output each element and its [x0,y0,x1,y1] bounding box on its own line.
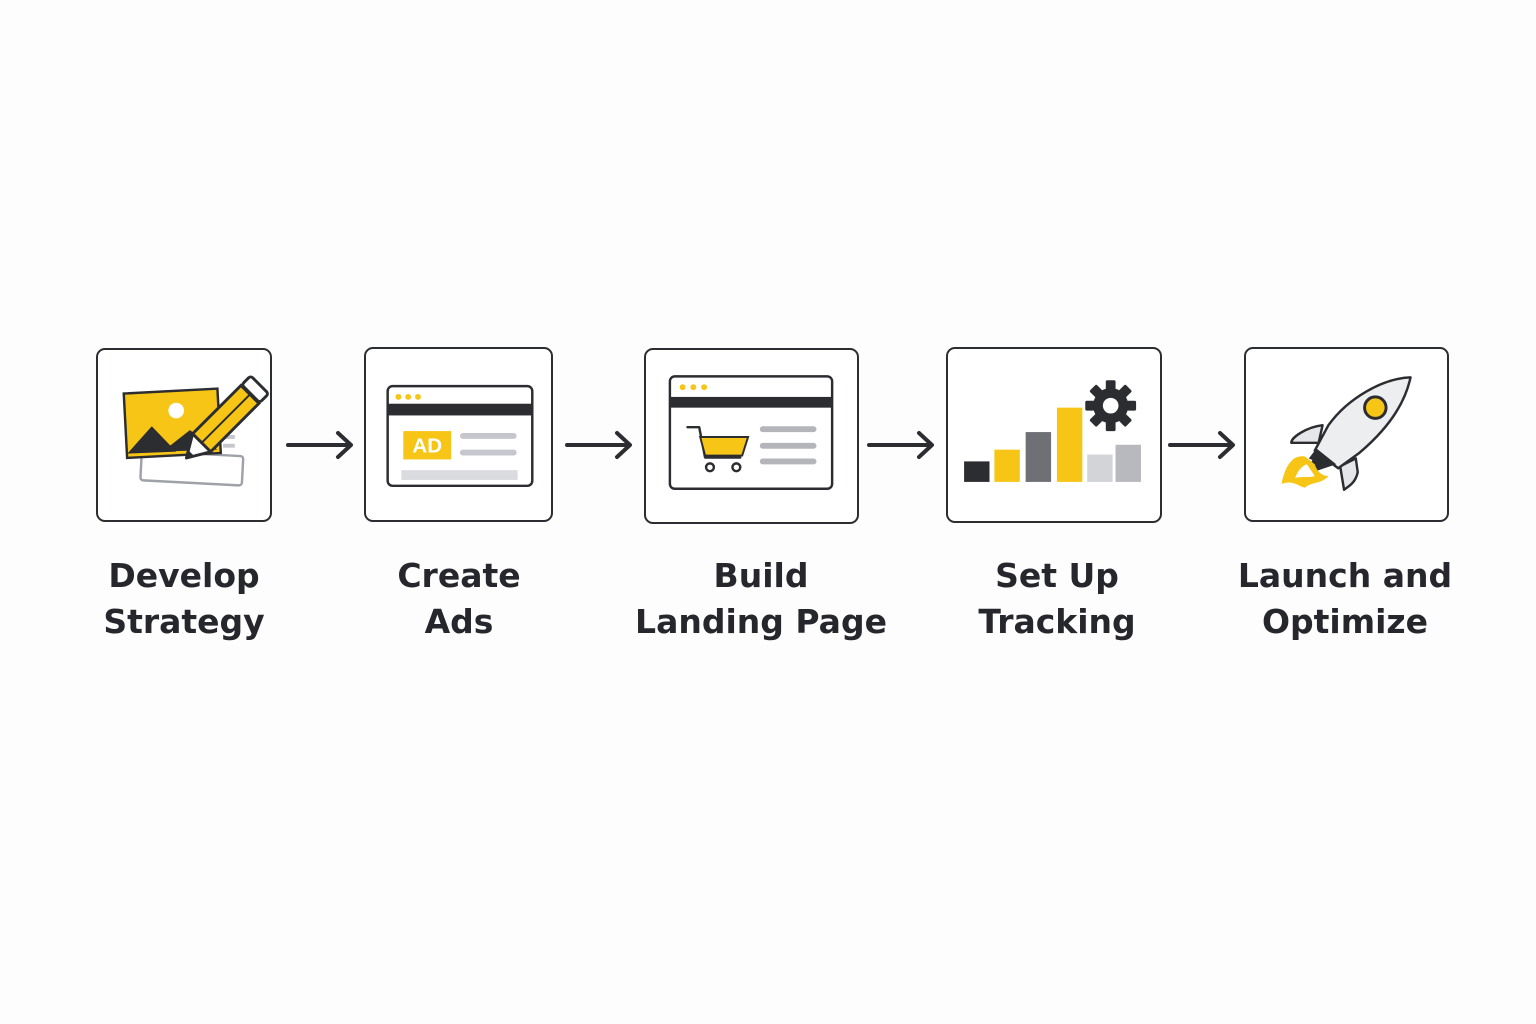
step-label-line: Tracking [978,602,1136,641]
step-box-set-up-tracking [946,347,1162,523]
arrow-icon [565,431,632,459]
step-label-line: Strategy [103,602,265,641]
ad-badge-text: AD [412,435,442,458]
step-label-line: Launch and [1237,556,1453,595]
step-label-line: Set Up [995,556,1119,595]
step-label-develop-strategy: Develop Strategy [34,553,334,645]
arrow-icon [867,431,934,459]
step-label-line: Build [713,556,809,595]
step-label-line: Ads [424,602,494,641]
step-label-launch-and-optimize: Launch and Optimize [1195,553,1495,645]
step-box-create-ads: AD [364,347,553,522]
step-label-line: Landing Page [635,602,887,641]
arrow-icon [1168,431,1235,459]
bar-chart-gear-icon [964,380,1141,482]
ad-browser-icon: AD [386,384,534,488]
step-box-build-landing-page [644,348,859,524]
cart-browser-icon [668,375,834,490]
step-label-set-up-tracking: Set Up Tracking [907,553,1207,645]
gear-icon [1085,380,1137,432]
arrow-icon [286,431,353,459]
step-box-develop-strategy [96,348,272,522]
step-label-line: Develop [108,556,260,595]
step-label-create-ads: Create Ads [309,553,609,645]
step-label-build-landing-page: Build Landing Page [611,553,911,645]
rocket-icon [1281,376,1412,491]
step-label-line: Optimize [1261,602,1429,641]
image-pencil-icon [122,375,269,487]
step-label-line: Create [397,556,521,595]
step-box-launch-and-optimize [1244,347,1449,522]
